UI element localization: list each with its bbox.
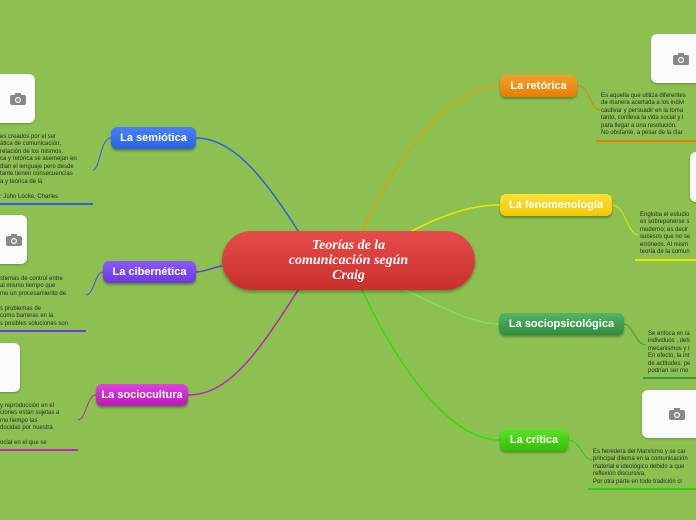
- note-underline-retorica: [596, 140, 696, 142]
- topic-label: La crítica: [509, 434, 559, 446]
- link-critica: [361, 289, 501, 441]
- topic-label: La semiótica: [120, 132, 187, 144]
- note-text: Es aquella que utiliza diferentes de man…: [601, 92, 686, 137]
- topic-sociocultura[interactable]: La sociocultura: [96, 384, 188, 406]
- topic-label: La retórica: [510, 80, 567, 92]
- note-text: stemas de control entre al mismo tiempo …: [0, 275, 69, 327]
- note-link-cibernetica: [85, 271, 104, 296]
- note-underline-sociopsicologica: [643, 377, 696, 379]
- note-underline-sociocultura: [0, 449, 78, 451]
- topic-label: La fenomenología: [508, 199, 604, 211]
- image-placeholder-cibernetica[interactable]: [0, 215, 27, 264]
- image-placeholder-retorica[interactable]: [651, 34, 696, 83]
- note-text: Se enfoca en la individuos , deb mecanis…: [648, 330, 691, 375]
- topic-fenomenologia[interactable]: La fenomenología: [500, 194, 612, 216]
- image-placeholder-sociocultura[interactable]: [0, 343, 20, 392]
- link-sociopsicologica: [394, 285, 500, 325]
- topic-label: La sociopsicológica: [508, 318, 615, 330]
- image-placeholder-fenomenologia[interactable]: [690, 152, 696, 202]
- camera-icon: [9, 92, 26, 105]
- topic-cibernetica[interactable]: La cibernética: [103, 261, 196, 283]
- link-semiotica: [195, 137, 301, 235]
- note-text: y reproducción en el ciones están sujeta…: [0, 402, 60, 447]
- note-link-critica: [567, 439, 593, 461]
- link-cibernetica: [195, 265, 223, 273]
- link-sociocultura: [187, 286, 301, 396]
- camera-icon: [5, 233, 22, 246]
- note-text: Es heredera del Marxismo y se car princi…: [593, 448, 688, 485]
- note-link-retorica: [577, 85, 601, 111]
- note-sociopsicologica: Se enfoca en la individuos , deb mecanis…: [648, 323, 696, 375]
- central-topic[interactable]: Teorías de la comunicación según Craig: [222, 231, 475, 290]
- note-underline-cibernetica: [0, 330, 86, 332]
- topic-label: La sociocultura: [101, 389, 183, 401]
- topic-label: La cibernética: [112, 266, 187, 278]
- note-link-fenomenologia: [611, 204, 639, 236]
- note-link-sociocultura: [77, 394, 97, 421]
- topic-semiotica[interactable]: La semiótica: [111, 127, 196, 149]
- note-critica: Es heredera del Marxismo y se car princi…: [593, 441, 696, 486]
- note-text: Engloba el estudio es sobreponerse s mod…: [640, 211, 691, 256]
- image-placeholder-critica[interactable]: [642, 390, 696, 438]
- note-retorica: Es aquella que utiliza diferentes de man…: [601, 85, 696, 137]
- note-text: es creados por el ser ática de comunicac…: [0, 133, 77, 200]
- central-topic-title: Teorías de la comunicación según Craig: [288, 238, 409, 283]
- topic-sociopsicologica[interactable]: La sociopsicológica: [499, 313, 624, 335]
- note-link-sociopsicologica: [623, 323, 647, 346]
- note-underline-fenomenologia: [635, 259, 696, 261]
- note-link-semiotica: [92, 137, 112, 171]
- link-retorica: [361, 85, 500, 233]
- topic-retorica[interactable]: La retórica: [500, 75, 577, 97]
- note-cibernetica: stemas de control entre al mismo tiempo …: [0, 268, 86, 328]
- topic-critica[interactable]: La crítica: [500, 429, 568, 451]
- note-underline-semiotica: [0, 203, 93, 205]
- image-placeholder-semiotica[interactable]: [0, 74, 35, 123]
- note-semiotica: es creados por el ser ática de comunicac…: [0, 126, 92, 201]
- camera-icon: [669, 408, 685, 420]
- note-fenomenologia: Engloba el estudio es sobreponerse s mod…: [640, 204, 696, 256]
- note-sociocultura: y reproducción en el ciones están sujeta…: [0, 395, 78, 447]
- camera-icon: [673, 52, 689, 65]
- note-underline-critica: [588, 488, 696, 490]
